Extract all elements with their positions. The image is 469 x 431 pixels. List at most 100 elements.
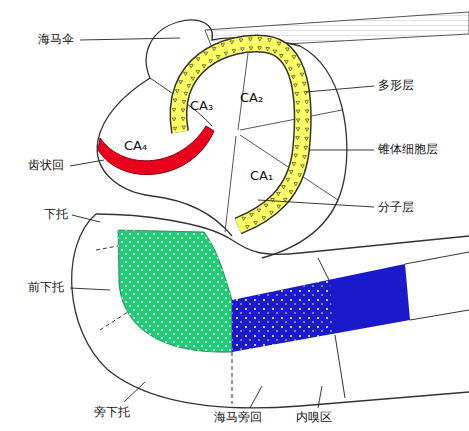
pyramidal-cell — [296, 128, 300, 131]
layer-label: 分子层 — [378, 200, 414, 215]
pyramidal-cell — [254, 221, 258, 224]
entorhinal-band — [232, 264, 410, 352]
pyramidal-cell — [264, 204, 268, 207]
pyramidal-cell — [289, 171, 293, 174]
pyramidal-cells — [172, 38, 309, 229]
pyramidal-cell — [296, 119, 300, 122]
pyramidal-cell — [286, 178, 290, 181]
pyramidal-cell — [289, 191, 293, 194]
pyramidal-cell — [305, 137, 309, 140]
pyramidal-cell — [189, 65, 193, 68]
pyramidal-cell — [292, 162, 296, 165]
pyramidal-cell — [268, 39, 272, 42]
pyramidal-cell — [249, 38, 253, 41]
pyramidal-cell — [216, 56, 220, 59]
pyramidal-cell — [298, 174, 302, 177]
pyramidal-cell — [182, 126, 186, 129]
pyramidal-cell — [266, 48, 270, 51]
region-borders — [96, 246, 345, 404]
pyramidal-cell — [173, 99, 177, 102]
pyramidal-cell — [297, 64, 301, 67]
structure-label: 内嗅区 — [296, 410, 332, 425]
pyramidal-cell — [258, 38, 262, 41]
pyramidal-cell — [295, 145, 299, 148]
structure-label: 海马旁回 — [214, 410, 262, 425]
pyramidal-cell — [262, 217, 266, 220]
pyramidal-cell — [285, 61, 289, 64]
pyramidal-cell — [239, 39, 243, 42]
pyramidal-cell — [302, 82, 306, 85]
structure-label: 旁下托 — [94, 405, 130, 420]
leader-lines — [70, 38, 374, 408]
pyramidal-cell — [212, 47, 216, 50]
pyramidal-cell — [294, 84, 298, 87]
pyramidal-cell — [286, 48, 290, 51]
pyramidal-cell — [280, 54, 284, 57]
field-label: CA₂ — [240, 90, 263, 105]
pyramidal-cell — [224, 52, 228, 55]
pyramidal-cell — [181, 109, 185, 112]
dentate-outline — [97, 78, 232, 236]
pyramidal-cell — [172, 118, 176, 121]
pyramidal-cell — [289, 68, 293, 71]
pyramidal-cell — [277, 205, 281, 208]
pyramidal-cell — [196, 71, 200, 74]
pyramidal-cell — [257, 209, 261, 212]
pyramidal-cell — [202, 65, 206, 68]
pyramidal-cell — [191, 77, 195, 80]
pyramidal-cell — [249, 47, 253, 50]
pyramidal-cell — [277, 192, 281, 195]
pyramidal-cell — [209, 60, 213, 63]
pyramidal-cell — [300, 73, 304, 76]
pyramidal-cell — [179, 81, 183, 84]
pyramidal-cell — [282, 186, 286, 189]
pyramidal-cell — [292, 76, 296, 79]
pyramidal-cell — [184, 72, 188, 75]
layer-label: 锥体细胞层 — [378, 142, 438, 157]
pyramidal-layer — [178, 44, 302, 226]
pyramidal-cell — [242, 217, 246, 220]
pyramidal-cell — [196, 58, 200, 61]
pyramidal-cell — [304, 146, 308, 149]
pyramidal-cell — [230, 41, 234, 44]
pyramidal-cell — [305, 101, 309, 104]
pyramidal-cell — [258, 47, 262, 50]
pyramidal-cell — [184, 92, 188, 95]
pyramidal-cell — [305, 119, 309, 122]
ca-band-outline — [178, 44, 302, 226]
pyramidal-cell — [301, 165, 305, 168]
subiculum-band — [118, 230, 232, 352]
pyramidal-cell — [273, 50, 277, 53]
pyramidal-cell — [292, 56, 296, 59]
structure-label: 下托 — [44, 207, 68, 222]
layer-label: 多形层 — [378, 78, 414, 93]
pyramidal-cell — [277, 42, 281, 45]
pyramidal-cell — [241, 48, 245, 51]
pyramidal-cell — [296, 137, 300, 140]
subiculum-cells — [118, 230, 232, 352]
pyramidal-cell — [232, 50, 236, 53]
pyramidal-cell — [187, 85, 191, 88]
pyramidal-cell — [221, 44, 225, 47]
pyramidal-cell — [294, 154, 298, 157]
pyramidal-cell — [296, 110, 300, 113]
pyramidal-cell — [305, 110, 309, 113]
ca4-crescent — [98, 126, 214, 175]
pyramidal-cell — [182, 101, 186, 104]
field-label: CA₃ — [190, 98, 213, 113]
structure-label: 齿状回 — [28, 158, 64, 173]
pyramidal-cell — [173, 127, 177, 130]
parahippocampal-outline — [72, 214, 469, 408]
pyramidal-cell — [270, 211, 274, 214]
pyramidal-cell — [250, 213, 254, 216]
structure-label: 前下托 — [28, 280, 64, 295]
pyramidal-cell — [283, 198, 287, 201]
field-label: CA₁ — [250, 168, 273, 183]
cortex-edge — [405, 252, 469, 320]
pyramidal-cell — [296, 101, 300, 104]
pyramidal-cell — [204, 52, 208, 55]
pyramidal-cell — [294, 182, 298, 185]
pyramidal-cell — [181, 117, 185, 120]
pyramidal-cell — [175, 90, 179, 93]
